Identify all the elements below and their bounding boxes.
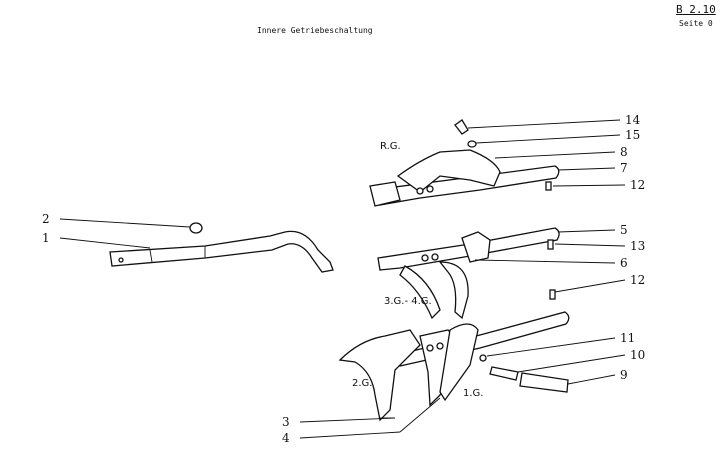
washer-2 xyxy=(189,222,203,234)
reverse-rod-assembly xyxy=(369,149,560,207)
callout-6: 6 xyxy=(620,256,628,270)
callout-12: 12 xyxy=(630,178,645,192)
label-2nd-gear: 2.G. xyxy=(352,378,372,389)
callout-2: 2 xyxy=(42,212,50,226)
page-number: Seite 0 xyxy=(679,19,713,28)
pin-12b xyxy=(549,289,556,300)
callout-9: 9 xyxy=(620,368,628,382)
callout-3: 3 xyxy=(282,415,290,429)
callout-7: 7 xyxy=(620,161,628,175)
pin-12a xyxy=(545,181,552,191)
spring-10 xyxy=(489,366,519,381)
ball-11 xyxy=(479,354,487,362)
leader-lines xyxy=(59,119,626,439)
callout-10: 10 xyxy=(630,348,645,362)
callout-8: 8 xyxy=(620,145,628,159)
section-code: B 2.10 xyxy=(676,3,716,16)
callout-5: 5 xyxy=(620,223,628,237)
label-reverse-gear: R.G. xyxy=(380,141,401,152)
callout-4: 4 xyxy=(282,431,290,445)
label-3rd-4th-gear: 3.G.- 4.G. xyxy=(384,296,432,307)
label-1st-gear: 1.G. xyxy=(463,388,483,399)
rod-3-4-assembly xyxy=(377,227,560,320)
callout-15: 15 xyxy=(625,128,640,142)
bolt-14 xyxy=(454,119,469,135)
callout-12b: 12 xyxy=(630,273,645,287)
callout-1: 1 xyxy=(42,231,50,245)
callout-14: 14 xyxy=(625,113,641,127)
shift-rod-1 xyxy=(109,230,334,273)
page-title: Innere Getriebeschaltung xyxy=(257,26,373,35)
washer-15 xyxy=(467,140,477,148)
plunger-9 xyxy=(519,372,569,393)
pin-13 xyxy=(547,239,554,250)
rod-1-2-assembly xyxy=(338,311,570,422)
callout-13: 13 xyxy=(630,239,645,253)
callout-11: 11 xyxy=(620,331,635,345)
